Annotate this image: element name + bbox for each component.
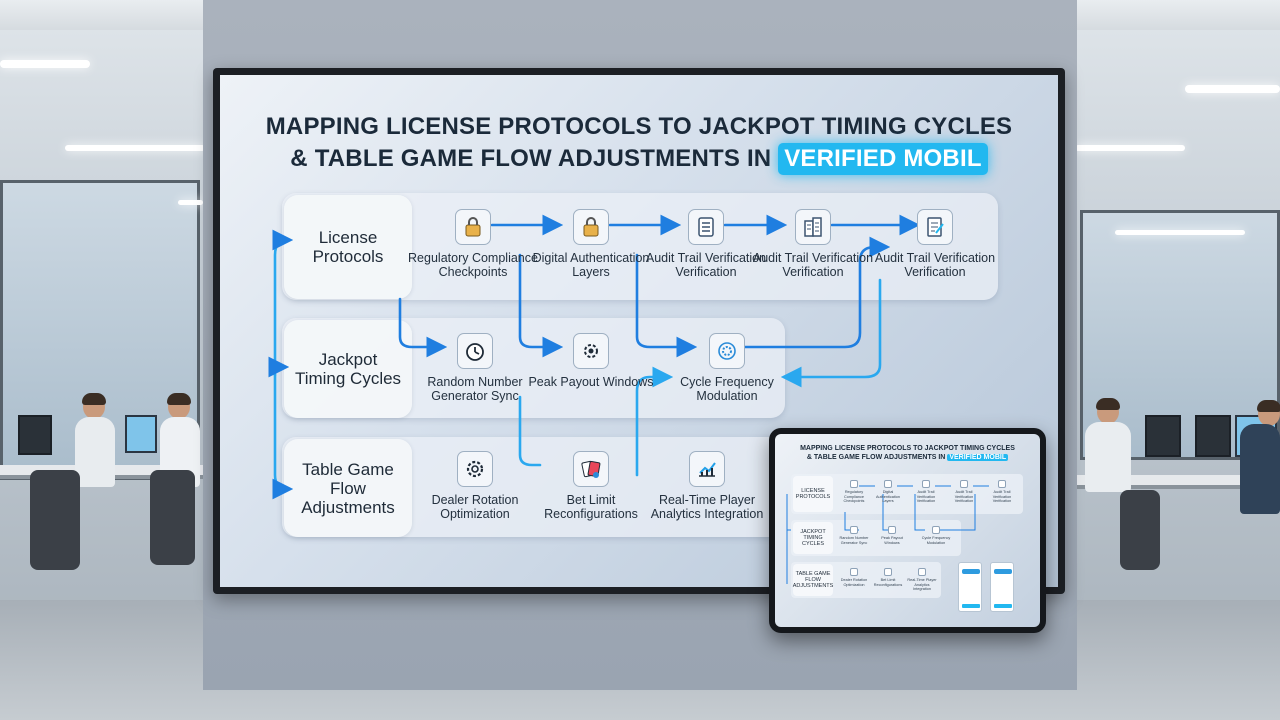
tablet-phone-card: [958, 562, 982, 612]
gear-cycle-icon: [709, 333, 745, 369]
tablet-node: Audit Trail Verification Verification: [947, 480, 981, 504]
node-peak-payout: Peak Payout Windows: [526, 333, 656, 389]
node-label: Audit Trail Verification Verification: [870, 251, 1000, 279]
tablet-device: Mapping License Protocols to Jackpot Tim…: [769, 428, 1046, 633]
ceiling-light: [0, 60, 90, 68]
tablet-node-label: Audit Trail Verification Verification: [985, 490, 1019, 504]
node-label: Random Number Generator Sync: [410, 375, 540, 403]
gear-icon: [457, 451, 493, 487]
tablet-node: Peak Payout Windows: [875, 526, 909, 545]
tablet-node-label: Random Number Generator Sync: [837, 536, 871, 545]
office-monitor: [18, 415, 52, 455]
ceiling-light: [178, 200, 203, 205]
tablet-screen: Mapping License Protocols to Jackpot Tim…: [775, 434, 1040, 627]
ceiling-light: [1075, 145, 1185, 151]
tablet-node-label: Real-Time Player Analytics Integration: [905, 578, 939, 592]
tablet-node-label: Bet Limit Reconfigurations: [871, 578, 905, 587]
tablet-node-label: Cycle Frequency Modulation: [919, 536, 953, 545]
tablet-node-label: Digital Authentication Layers: [871, 490, 905, 504]
ceiling-light: [65, 145, 205, 151]
tablet-node: Real-Time Player Analytics Integration: [905, 568, 939, 592]
node-label: Peak Payout Windows: [526, 375, 656, 389]
node-bet-limit: Bet Limit Reconfigurations: [526, 451, 656, 521]
node-label: Digital Authentication Layers: [526, 251, 656, 279]
node-cycle-frequency: Cycle Frequency Modulation: [662, 333, 792, 403]
ceiling-light: [1115, 230, 1245, 235]
server-icon: [795, 209, 831, 245]
node-realtime-analytics: Real-Time Player Analytics Integration: [642, 451, 772, 521]
office-monitor: [125, 415, 157, 453]
node-label: Audit Trail Verification Verification: [748, 251, 878, 279]
office-monitor: [1145, 415, 1181, 457]
node-dealer-rotation: Dealer Rotation Optimization: [410, 451, 540, 521]
left-office-room: [0, 30, 205, 650]
node-audit-trail-3: Audit Trail Verification Verification: [870, 209, 1000, 279]
tablet-node: Audit Trail Verification Verification: [985, 480, 1019, 504]
chart-icon: [689, 451, 725, 487]
node-audit-trail-2: Audit Trail Verification Verification: [748, 209, 878, 279]
office-monitor: [1195, 415, 1231, 457]
right-office-room: [1075, 30, 1280, 650]
lock-icon: [455, 209, 491, 245]
office-chair: [1120, 490, 1160, 570]
ceiling-light: [1185, 85, 1280, 93]
server-icon: [688, 209, 724, 245]
tablet-phone-card: [990, 562, 1014, 612]
document-icon: [917, 209, 953, 245]
clock-icon: [457, 333, 493, 369]
node-label: Dealer Rotation Optimization: [410, 493, 540, 521]
node-label: Cycle Frequency Modulation: [662, 375, 792, 403]
node-regulatory-compliance: Regulatory Compliance Checkpoints: [408, 209, 538, 279]
office-chair: [30, 470, 80, 570]
tablet-node: Regulatory Compliance Checkpoints: [837, 480, 871, 504]
tablet-node-label: Regulatory Compliance Checkpoints: [837, 490, 871, 504]
lock-icon: [573, 209, 609, 245]
cards-icon: [573, 451, 609, 487]
tablet-node-label: Audit Trail Verification Verification: [947, 490, 981, 504]
node-label: Real-Time Player Analytics Integration: [642, 493, 772, 521]
node-label: Regulatory Compliance Checkpoints: [408, 251, 538, 279]
tablet-node: Dealer Rotation Optimization: [837, 568, 871, 587]
tablet-node-label: Audit Trail Verification Verification: [909, 490, 943, 504]
node-digital-authentication: Digital Authentication Layers: [526, 209, 656, 279]
office-chair: [150, 470, 195, 565]
tablet-node-label: Dealer Rotation Optimization: [837, 578, 871, 587]
tablet-node-label: Peak Payout Windows: [875, 536, 909, 545]
tablet-node: Bet Limit Reconfigurations: [871, 568, 905, 587]
tablet-node: Audit Trail Verification Verification: [909, 480, 943, 504]
tablet-node: Cycle Frequency Modulation: [919, 526, 953, 545]
tablet-node: Digital Authentication Layers: [871, 480, 905, 504]
node-rng-sync: Random Number Generator Sync: [410, 333, 540, 403]
tablet-node: Random Number Generator Sync: [837, 526, 871, 545]
gear-icon: [573, 333, 609, 369]
node-label: Bet Limit Reconfigurations: [526, 493, 656, 521]
